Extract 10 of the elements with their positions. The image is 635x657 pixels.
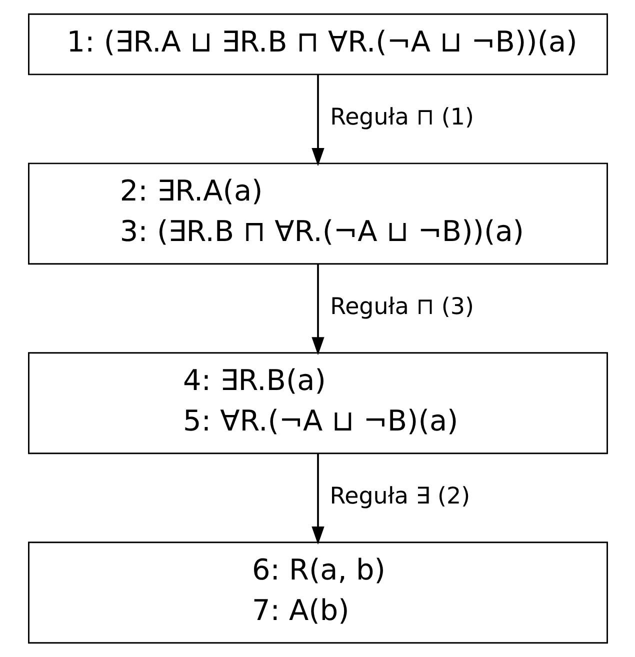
arrow	[311, 454, 324, 545]
edge-label: Reguła ∃ (2)	[329, 483, 470, 510]
node-box: 2: ∃R.A(a) 3: (∃R.B ⊓ ∀R.(¬A ⊔ ¬B))(a)	[28, 162, 608, 265]
arrow	[311, 264, 324, 356]
arrow	[311, 74, 324, 166]
edge-label: Reguła ⊓ (3)	[330, 294, 474, 320]
node-box: 6: R(a, b) 7: A(b)	[28, 542, 608, 644]
edge-label: Reguła ⊓ (1)	[330, 104, 474, 130]
node-box: 1: (∃R.A ⊔ ∃R.B ⊓ ∀R.(¬A ⊔ ¬B))(a)	[28, 13, 608, 76]
node-box: 4: ∃R.B(a) 5: ∀R.(¬A ⊔ ¬B)(a)	[28, 352, 608, 454]
